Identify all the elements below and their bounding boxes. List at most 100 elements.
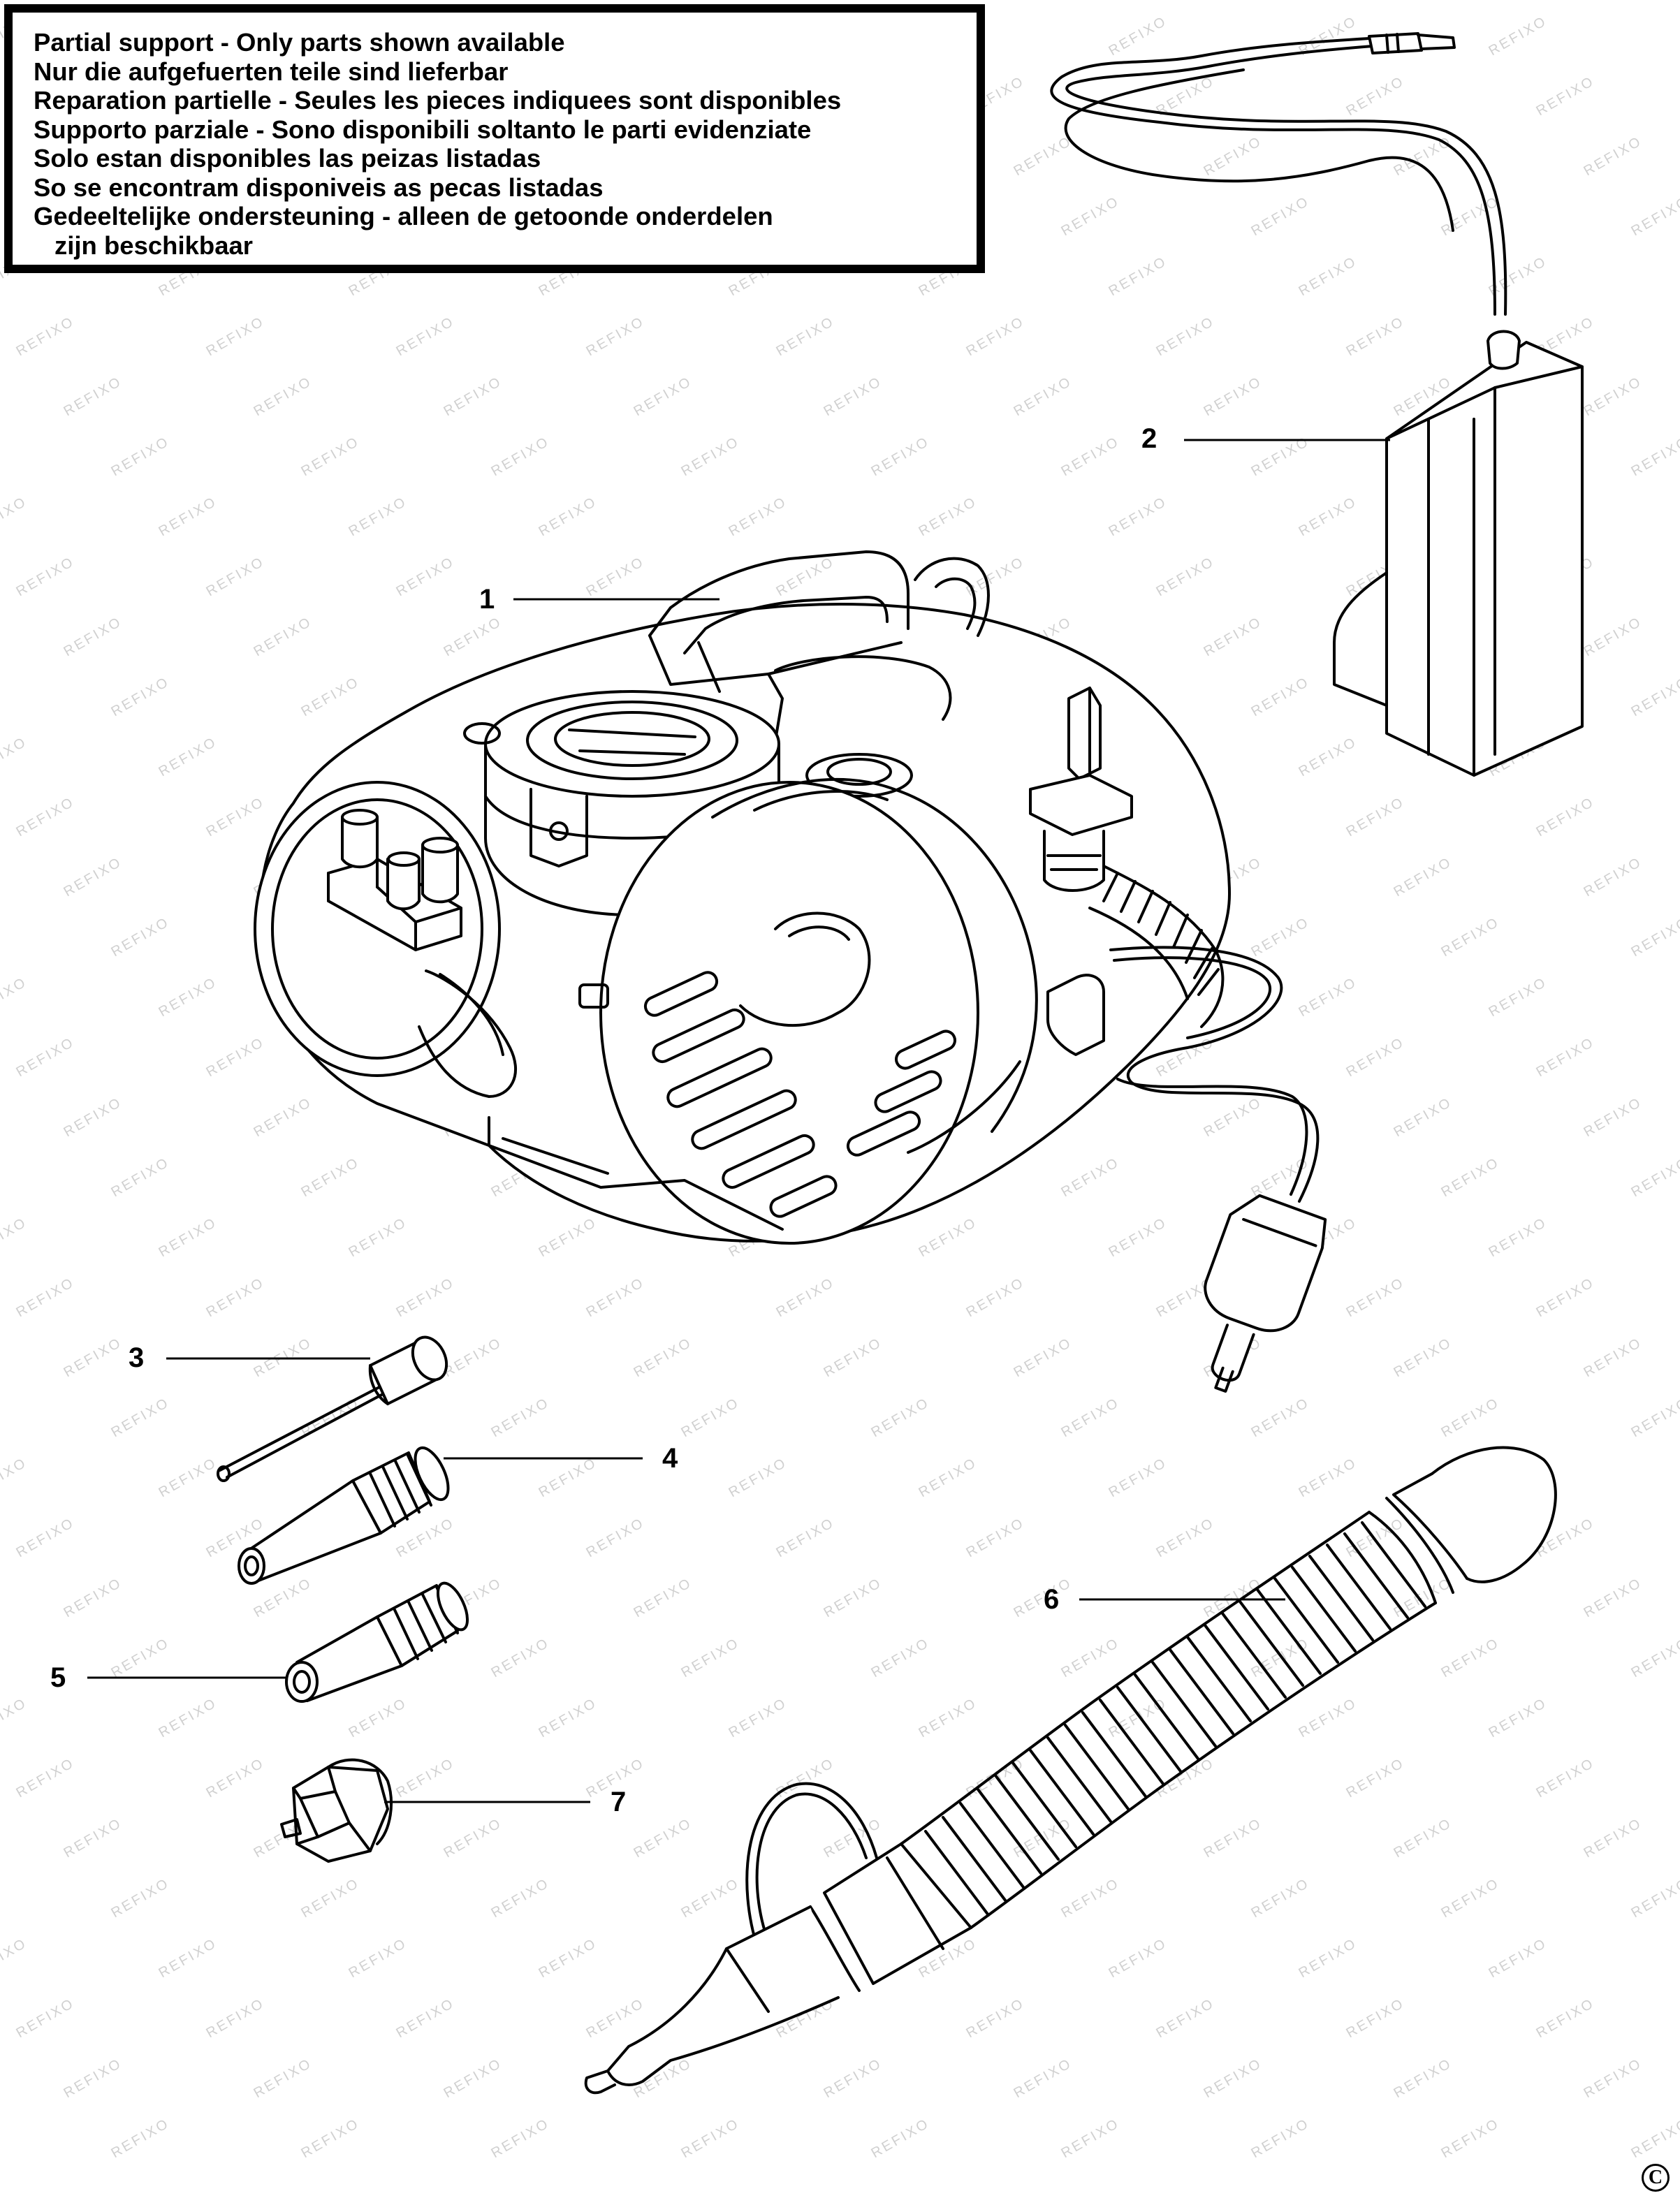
watermark-text: REFIXO (679, 434, 743, 479)
watermark-text: REFIXO (251, 374, 315, 419)
watermark-text: REFIXO (1296, 1935, 1360, 1981)
watermark-text: REFIXO (1439, 1155, 1503, 1200)
watermark-text: REFIXO (1154, 554, 1218, 599)
watermark-text: REFIXO (1439, 914, 1503, 960)
notice-line-italian: Supporto parziale - Sono disponibili sol… (34, 115, 812, 144)
part-2-ac-adapter (1050, 32, 1584, 777)
watermark-text: REFIXO (61, 2056, 125, 2101)
watermark-text: REFIXO (204, 1995, 268, 2041)
watermark-text: REFIXO (1249, 2116, 1313, 2161)
watermark-text: REFIXO (1534, 1034, 1598, 1080)
notice-line-dutch-continued: zijn beschikbaar (54, 230, 253, 260)
watermark-text: REFIXO (14, 1034, 78, 1080)
watermark-text: REFIXO (489, 1395, 553, 1440)
watermark-text: REFIXO (204, 1755, 268, 1801)
watermark-text: REFIXO (1344, 1995, 1408, 2041)
watermark-text: REFIXO (1534, 73, 1598, 119)
watermark-text: REFIXO (1106, 1935, 1170, 1981)
watermark-text: REFIXO (441, 2056, 505, 2101)
watermark-text: REFIXO (774, 1275, 838, 1320)
watermark-text: REFIXO (679, 2116, 743, 2161)
watermark-text: REFIXO (1629, 1395, 1680, 1440)
watermark-text: REFIXO (251, 614, 315, 659)
watermark-text: REFIXO (584, 1275, 648, 1320)
watermark-text: REFIXO (109, 434, 173, 479)
watermark-text: REFIXO (964, 1995, 1028, 2041)
watermark-text: REFIXO (1154, 1034, 1218, 1080)
watermark-text: REFIXO (1249, 193, 1313, 239)
watermark-text: REFIXO (726, 494, 790, 539)
watermark-text: REFIXO (109, 674, 173, 719)
watermark-text: REFIXO (1534, 1275, 1598, 1320)
watermark-text: REFIXO (14, 314, 78, 359)
watermark-text: REFIXO (61, 614, 125, 659)
callout-number-1: 1 (479, 584, 495, 615)
watermark-text: REFIXO (536, 1695, 600, 1741)
watermark-text: REFIXO (869, 2116, 933, 2161)
watermark-text: REFIXO (109, 2116, 173, 2161)
watermark-text: REFIXO (631, 1335, 695, 1380)
watermark-text: REFIXO (631, 1815, 695, 1861)
watermark-text: REFIXO (584, 314, 648, 359)
watermark-text: REFIXO (1344, 314, 1408, 359)
watermark-text: REFIXO (1201, 2056, 1265, 2101)
watermark-text: REFIXO (1154, 1755, 1218, 1801)
watermark-text: REFIXO (14, 794, 78, 840)
watermark-text: REFIXO (14, 1995, 78, 2041)
watermark-text: REFIXO (916, 1695, 980, 1741)
watermark-text: REFIXO (1439, 1635, 1503, 1680)
watermark-text: REFIXO (1534, 1995, 1598, 2041)
watermark-text: REFIXO (1392, 1575, 1455, 1620)
partial-support-notice-box: Partial support - Only parts shown avail… (4, 4, 985, 273)
watermark-text: REFIXO (631, 374, 695, 419)
watermark-text: REFIXO (1344, 73, 1408, 119)
watermark-text: REFIXO (726, 1455, 790, 1500)
watermark-text: REFIXO (156, 494, 220, 539)
watermark-text: REFIXO (346, 1695, 410, 1741)
watermark-text: REFIXO (251, 1575, 315, 1620)
watermark-text: REFIXO (1392, 1094, 1455, 1140)
watermark-text: REFIXO (1059, 1635, 1123, 1680)
part-7-valve-cap-adapter (280, 1758, 393, 1863)
watermark-text: REFIXO (869, 1635, 933, 1680)
watermark-text: REFIXO (1439, 1875, 1503, 1921)
watermark-text: REFIXO (821, 1575, 885, 1620)
watermark-text: REFIXO (1011, 374, 1075, 419)
watermark-text: REFIXO (1296, 1455, 1360, 1500)
callout-leader-lines (87, 439, 1390, 1803)
watermark-text: REFIXO (0, 1215, 30, 1260)
watermark-text: REFIXO (869, 434, 933, 479)
watermark-text: REFIXO (441, 1815, 505, 1861)
watermark-text: REFIXO (1439, 2116, 1503, 2161)
part-3-needle-adapter (217, 1335, 448, 1482)
watermark-text: REFIXO (1582, 2056, 1645, 2101)
watermark-text: REFIXO (726, 1695, 790, 1741)
watermark-text: REFIXO (109, 1635, 173, 1680)
watermark-text: REFIXO (869, 1395, 933, 1440)
watermark-text: REFIXO (61, 1575, 125, 1620)
watermark-text: REFIXO (394, 314, 458, 359)
watermark-text: REFIXO (394, 1515, 458, 1560)
watermark-text: REFIXO (299, 1875, 363, 1921)
watermark-text: REFIXO (204, 794, 268, 840)
watermark-text: REFIXO (441, 614, 505, 659)
watermark-text: REFIXO (1296, 974, 1360, 1020)
watermark-text: REFIXO (61, 854, 125, 900)
watermark-text: REFIXO (1392, 1335, 1455, 1380)
watermark-text: REFIXO (156, 1935, 220, 1981)
watermark-text: REFIXO (1392, 133, 1455, 179)
watermark-text: REFIXO (394, 1995, 458, 2041)
watermark-text: REFIXO (1629, 1875, 1680, 1921)
callout-number-7: 7 (611, 1787, 627, 1817)
watermark-text: REFIXO (1249, 1395, 1313, 1440)
watermark-text: REFIXO (1011, 2056, 1075, 2101)
notice-line-english: Partial support - Only parts shown avail… (34, 28, 565, 57)
watermark-text: REFIXO (536, 1215, 600, 1260)
watermark-text: REFIXO (109, 1875, 173, 1921)
watermark-text: REFIXO (441, 1335, 505, 1380)
watermark-text: REFIXO (1059, 193, 1123, 239)
watermark-text: REFIXO (394, 1275, 458, 1320)
watermark-text: REFIXO (964, 1755, 1028, 1801)
watermark-text: REFIXO (14, 1275, 78, 1320)
